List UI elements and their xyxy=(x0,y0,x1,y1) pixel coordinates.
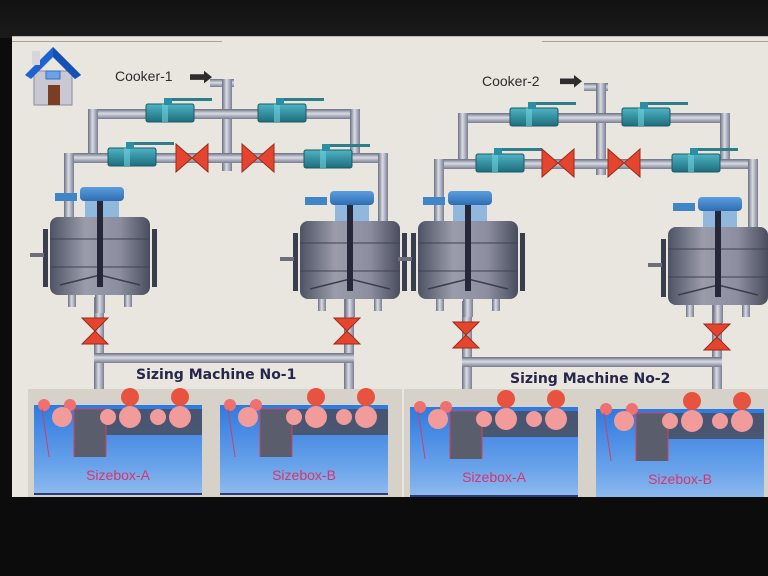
roller-assembly xyxy=(600,392,764,461)
sizebox-m2-b[interactable]: Sizebox-B xyxy=(596,392,764,497)
home-button[interactable] xyxy=(22,41,84,109)
screen-edge-line xyxy=(12,37,222,42)
roller-assembly xyxy=(414,390,578,459)
roller-assembly xyxy=(224,388,388,457)
butterfly-valve[interactable] xyxy=(703,323,731,351)
sizebox-m1-a[interactable]: Sizebox-A xyxy=(34,388,202,495)
monitor-bezel xyxy=(0,0,768,38)
sizebox-m2-a[interactable]: Sizebox-A xyxy=(410,390,578,497)
sizebox-label: Sizebox-B xyxy=(272,467,336,483)
screen-edge-line xyxy=(542,37,768,42)
butterfly-valve[interactable] xyxy=(241,143,275,173)
sizebox-label: Sizebox-A xyxy=(462,469,526,485)
butterfly-valve[interactable] xyxy=(81,317,109,345)
sizebox-label: Sizebox-A xyxy=(86,467,150,483)
cooker-1-label: Cooker-1 xyxy=(115,68,173,84)
sizebox-label: Sizebox-B xyxy=(648,471,712,487)
roller-assembly xyxy=(38,388,202,457)
butterfly-valve[interactable] xyxy=(333,317,361,345)
machine-1-piping xyxy=(64,79,388,397)
right-arrow-icon xyxy=(560,75,582,88)
butterfly-valve[interactable] xyxy=(541,148,575,178)
process-diagram xyxy=(29,70,768,397)
hmi-screen: Cooker-1 Cooker-2 Sizing Machine No-1 Si… xyxy=(12,36,768,497)
mixing-tank[interactable] xyxy=(397,190,526,318)
mixing-tank[interactable] xyxy=(29,186,158,314)
machine-1-title: Sizing Machine No-1 xyxy=(136,367,297,383)
home-icon xyxy=(25,47,81,106)
right-arrow-icon xyxy=(190,70,212,84)
butterfly-valve[interactable] xyxy=(175,143,209,173)
butterfly-valve[interactable] xyxy=(607,148,641,178)
sizebox-m1-b[interactable]: Sizebox-B xyxy=(220,388,388,495)
butterfly-valve[interactable] xyxy=(452,321,480,349)
cooker-2-label: Cooker-2 xyxy=(482,73,540,89)
machine-2-title: Sizing Machine No-2 xyxy=(510,371,671,387)
